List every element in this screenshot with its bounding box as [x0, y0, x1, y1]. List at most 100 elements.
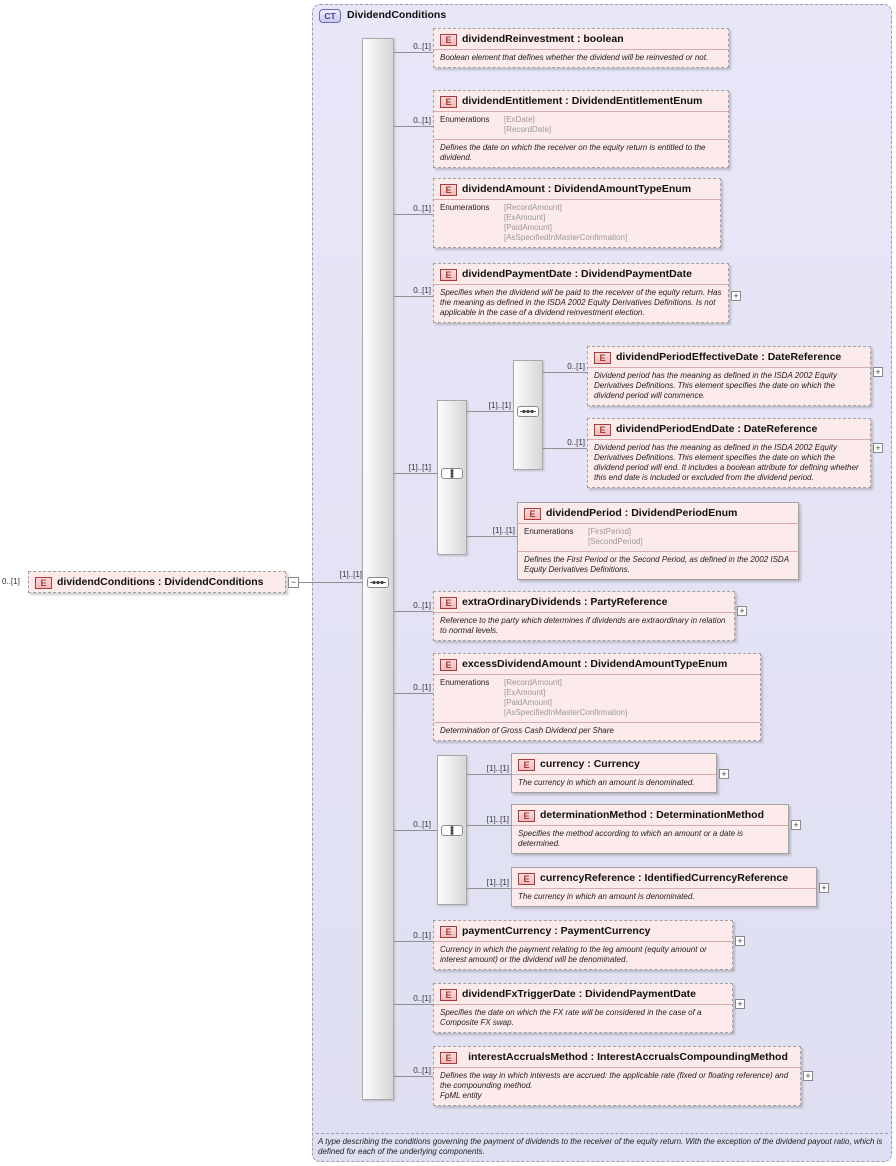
- element-icon: E: [440, 1052, 457, 1064]
- element-icon: E: [440, 659, 457, 671]
- element-doc: The currency in which an amount is denom…: [512, 888, 816, 906]
- element-extraOrdinaryDividends[interactable]: E extraOrdinaryDividends : PartyReferenc…: [433, 591, 735, 641]
- connector-line: [543, 372, 587, 373]
- element-type: PartyReference: [590, 596, 668, 608]
- element-icon: E: [440, 96, 457, 108]
- element-name: dividendEntitlement: [462, 95, 563, 107]
- connector-line: [467, 774, 511, 775]
- connector-line: [394, 1076, 433, 1077]
- type-separator: :: [155, 576, 165, 588]
- element-type: DividendPeriodEnum: [631, 507, 738, 519]
- element-type: DividendConditions: [164, 576, 264, 588]
- enumerations-section: Enumerations [FirstPeriod][SecondPeriod]: [518, 523, 798, 551]
- collapse-icon[interactable]: −: [288, 577, 299, 588]
- element-icon: E: [440, 269, 457, 281]
- element-dividendPeriod[interactable]: E dividendPeriod : DividendPeriodEnum En…: [517, 502, 799, 580]
- cardinality-label: 0..[1]: [413, 1066, 431, 1075]
- element-type: DeterminationMethod: [656, 809, 765, 821]
- element-icon: E: [440, 926, 457, 938]
- element-interestAccrualsMethod[interactable]: E interestAccrualsMethod : InterestAccru…: [433, 1046, 801, 1106]
- element-name: determinationMethod: [540, 809, 647, 821]
- enumerations-section: Enumerations [RecordAmount][ExAmount][Pa…: [434, 199, 720, 247]
- element-name: currencyReference: [540, 872, 636, 884]
- enumerations-label: Enumerations: [440, 115, 490, 124]
- element-doc: Currency in which the payment relating t…: [434, 941, 732, 969]
- element-type: PaymentCurrency: [560, 925, 651, 937]
- element-icon: E: [518, 873, 535, 885]
- element-dividendReinvestment[interactable]: E dividendReinvestment : boolean Boolean…: [433, 28, 729, 68]
- element-doc: Boolean element that defines whether the…: [434, 49, 728, 67]
- element-determinationMethod[interactable]: E determinationMethod : DeterminationMet…: [511, 804, 789, 854]
- element-currency[interactable]: E currency : Currency The currency in wh…: [511, 753, 717, 793]
- enumerations-section: Enumerations [RecordAmount][ExAmount][Pa…: [434, 674, 760, 722]
- element-type: DividendAmountTypeEnum: [554, 183, 692, 195]
- cardinality-label: 0..[1]: [413, 286, 431, 295]
- expand-icon[interactable]: +: [873, 367, 883, 377]
- enumerations-label: Enumerations: [524, 527, 574, 536]
- expand-icon[interactable]: +: [737, 606, 747, 616]
- expand-icon[interactable]: +: [735, 999, 745, 1009]
- connector-line: [394, 830, 437, 831]
- cardinality-label: 0..[1]: [2, 577, 20, 586]
- element-dividendAmount[interactable]: E dividendAmount : DividendAmountTypeEnu…: [433, 178, 721, 248]
- element-name: dividendFxTriggerDate: [462, 988, 576, 1000]
- element-excessDividendAmount[interactable]: E excessDividendAmount : DividendAmountT…: [433, 653, 761, 741]
- element-dividendConditions[interactable]: E dividendConditions : DividendCondition…: [28, 571, 286, 593]
- element-currencyReference[interactable]: E currencyReference : IdentifiedCurrency…: [511, 867, 817, 907]
- element-header: E dividendConditions : DividendCondition…: [29, 572, 285, 592]
- element-doc: Defines the First Period or the Second P…: [518, 551, 798, 579]
- connector-line: [543, 448, 587, 449]
- enum-value: [ExDate]: [504, 115, 535, 124]
- connector-line: [394, 611, 433, 612]
- element-name: interestAccrualsMethod: [468, 1051, 588, 1063]
- connector-line: [467, 888, 511, 889]
- connector-line: [394, 473, 437, 474]
- enum-value: [AsSpecifiedInMasterConfirmation]: [504, 708, 628, 717]
- cardinality-label: [1]..[1]: [492, 526, 515, 535]
- complex-type-badge: CT: [319, 9, 341, 23]
- element-icon: E: [35, 577, 52, 589]
- enumerations-label: Enumerations: [440, 203, 490, 212]
- element-doc: Dividend period has the meaning as defin…: [588, 439, 870, 487]
- sequence-icon: [516, 404, 540, 419]
- sequence-bar: [362, 38, 394, 1100]
- enum-value: [RecordAmount]: [504, 203, 562, 212]
- expand-icon[interactable]: +: [803, 1071, 813, 1081]
- element-type: InterestAccrualsCompoundingMethod: [597, 1051, 788, 1063]
- element-name: dividendPeriodEffectiveDate: [616, 351, 759, 363]
- expand-icon[interactable]: +: [791, 820, 801, 830]
- element-icon: E: [594, 352, 611, 364]
- expand-icon[interactable]: +: [873, 443, 883, 453]
- expand-icon[interactable]: +: [819, 883, 829, 893]
- expand-icon[interactable]: +: [735, 936, 745, 946]
- connector-line: [394, 214, 433, 215]
- element-type: DateReference: [743, 423, 818, 435]
- choice-icon: [440, 823, 464, 838]
- element-dividendPaymentDate[interactable]: E dividendPaymentDate : DividendPaymentD…: [433, 263, 729, 323]
- element-doc-line2: FpML entity: [440, 1091, 482, 1100]
- element-doc: Determination of Gross Cash Dividend per…: [434, 722, 760, 740]
- element-dividendEntitlement[interactable]: E dividendEntitlement : DividendEntitlem…: [433, 90, 729, 168]
- element-paymentCurrency[interactable]: E paymentCurrency : PaymentCurrency Curr…: [433, 920, 733, 970]
- cardinality-label: 0..[1]: [413, 42, 431, 51]
- element-dividendFxTriggerDate[interactable]: E dividendFxTriggerDate : DividendPaymen…: [433, 983, 733, 1033]
- element-name: dividendPaymentDate: [462, 268, 572, 280]
- connector-line: [394, 941, 433, 942]
- element-type: DividendAmountTypeEnum: [590, 658, 728, 670]
- complex-type-doc: A type describing the conditions governi…: [318, 1137, 883, 1156]
- enum-value: [ExAmount]: [504, 213, 546, 222]
- cardinality-label: 0..[1]: [413, 116, 431, 125]
- connector-line: [394, 296, 433, 297]
- element-doc: Reference to the party which determines …: [434, 612, 734, 640]
- connector-line: [394, 693, 433, 694]
- enumerations-section: Enumerations [ExDate][RecordDate]: [434, 111, 728, 139]
- expand-icon[interactable]: +: [731, 291, 741, 301]
- element-dividendPeriodEffectiveDate[interactable]: E dividendPeriodEffectiveDate : DateRefe…: [587, 346, 871, 406]
- element-icon: E: [518, 759, 535, 771]
- enum-value: [RecordAmount]: [504, 678, 562, 687]
- element-dividendPeriodEndDate[interactable]: E dividendPeriodEndDate : DateReference …: [587, 418, 871, 488]
- element-icon: E: [594, 424, 611, 436]
- cardinality-label: 0..[1]: [413, 204, 431, 213]
- expand-icon[interactable]: +: [719, 769, 729, 779]
- element-icon: E: [518, 810, 535, 822]
